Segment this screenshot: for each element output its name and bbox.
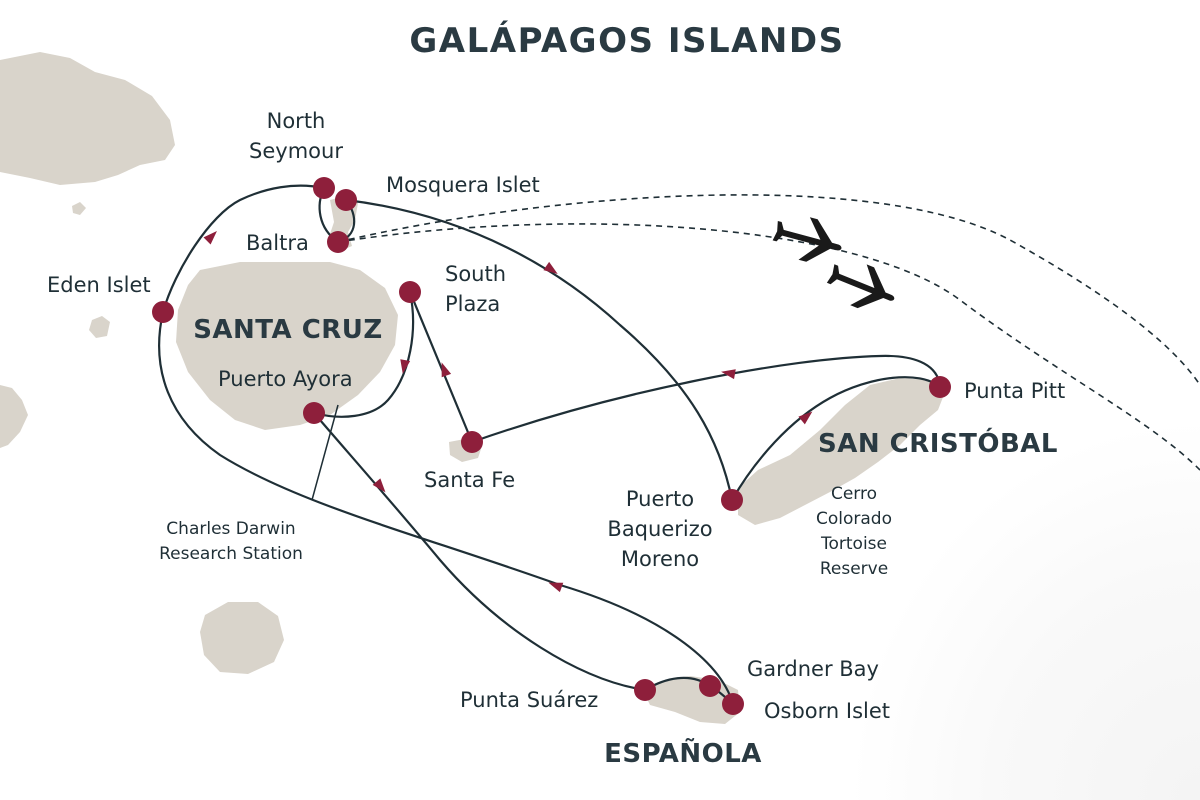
flight-paths [337,194,1200,471]
route-plaza-ayora [313,291,415,418]
stop-label-puerto-baquerizo-line1: Puerto [626,487,694,511]
flight-path-1 [337,194,1200,386]
route-arrow [400,359,411,374]
route-arrow [372,478,386,493]
stop-marker-santa-fe[interactable] [461,431,483,453]
route-arrow [548,582,564,593]
stop-label-puerto-baquerizo-line2: Baquerizo [607,517,712,541]
stop-marker-puerto-baquerizo[interactable] [721,489,743,511]
stop-label-punta-pitt: Punta Pitt [964,379,1065,403]
route-arrow [798,411,813,425]
stop-marker-puerto-ayora[interactable] [303,402,325,424]
stop-marker-eden[interactable] [152,301,174,323]
direction-arrows [203,231,813,593]
stop-label-mosquera: Mosquera Islet [386,173,540,197]
stop-label-north-seymour-line2: Seymour [249,139,343,163]
map-title: GALÁPAGOS ISLANDS [409,20,844,61]
landmark-label-cerro-line2: Colorado [816,509,892,529]
route-mosquera-baquerizo [345,198,734,501]
route-arrow [721,369,736,380]
stop-marker-punta-suarez[interactable] [634,679,656,701]
stop-label-south-plaza-line1: South [445,262,506,286]
stop-marker-south-plaza[interactable] [399,281,421,303]
stop-label-baltra: Baltra [246,231,309,255]
island-label-santa-cruz: SANTA CRUZ [193,315,383,345]
stop-label-gardner: Gardner Bay [747,657,879,681]
route-osborn-eden [158,311,735,705]
stop-label-north-seymour-line1: North [267,109,326,133]
stop-label-osborn: Osborn Islet [764,699,890,723]
airplane-icon [772,217,842,262]
land-san-cristobal [738,378,945,525]
island-label-espanola: ESPAÑOLA [604,737,762,769]
landmark-label-darwin-line1: Charles Darwin [166,519,295,539]
land-santa-cruz [176,262,398,430]
route-baquerizo-pitt [731,376,941,501]
route-ayora-suarez [313,412,646,692]
stop-label-south-plaza-line2: Plaza [445,292,500,316]
stop-marker-baltra[interactable] [327,231,349,253]
flight-path-2 [337,223,1200,471]
land-isabela-edge [0,385,28,448]
route-pitt-santafe [471,354,942,444]
stop-marker-punta-pitt[interactable] [929,376,951,398]
stop-label-santa-fe: Santa Fe [424,468,515,492]
background-glow [850,420,1200,800]
stop-marker-mosquera[interactable] [335,189,357,211]
route-arrow [203,231,217,245]
land-small-islet-1 [72,202,86,215]
landmasses [0,52,945,724]
airplane-icon [826,264,895,309]
landmark-label-cerro-line3: Tortoise [820,534,887,554]
stop-label-puerto-baquerizo-line3: Moreno [621,547,699,571]
land-floreana [200,602,284,674]
stop-label-eden: Eden Islet [47,273,151,297]
landmark-label-cerro-line1: Cerro [831,484,877,504]
island-label-san-cristobal: SAN CRISTÓBAL [818,427,1058,459]
stop-marker-north-seymour[interactable] [313,177,335,199]
stop-marker-osborn[interactable] [722,693,744,715]
land-santiago [0,52,175,185]
darwin-station-leader [311,404,339,501]
route-eden-north-seymour [161,184,325,313]
stop-label-punta-suarez: Punta Suárez [460,688,598,712]
landmark-label-cerro-line4: Reserve [820,559,888,579]
land-small-islet-2 [89,316,110,338]
stop-label-puerto-ayora: Puerto Ayora [218,367,353,391]
route-arrow [543,261,558,275]
stop-marker-gardner[interactable] [699,675,721,697]
stop-markers [152,177,951,715]
landmark-label-darwin-line2: Research Station [159,544,303,564]
route-arrow [441,362,452,378]
